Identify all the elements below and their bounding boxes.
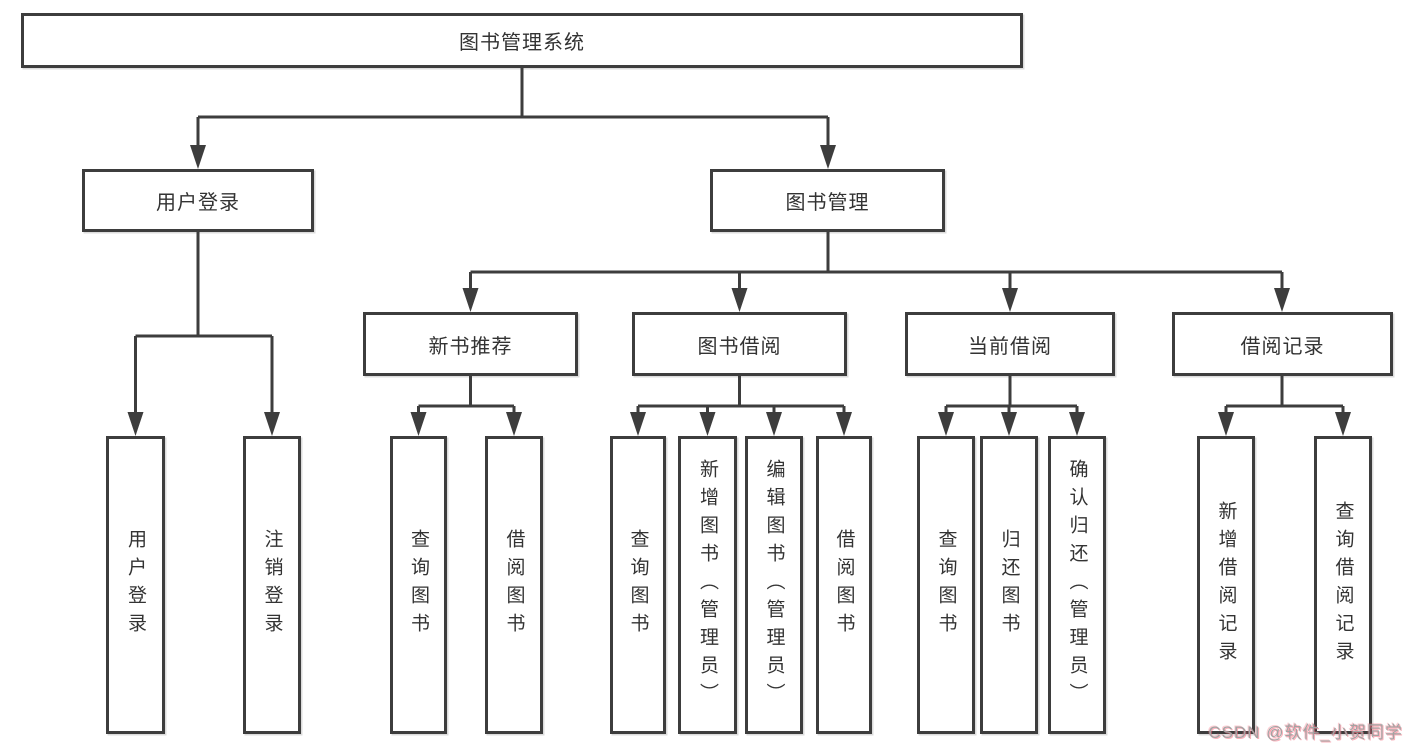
node-label: 图书借阅: [697, 335, 782, 358]
leaf-add-borrow-record: 新增借阅记录: [1197, 436, 1255, 734]
node-label: 图书管理: [785, 192, 870, 214]
node-book-management: 图书管理: [710, 169, 945, 232]
leaf-query-books-current: 查询图书: [917, 436, 975, 734]
node-label: 图书管理系统: [459, 32, 585, 54]
leaf-logout-login: 注销登录: [243, 436, 301, 734]
node-label: 新书推荐: [428, 335, 513, 358]
node-label: 新增图书（管理员）: [697, 459, 718, 711]
leaf-add-books-admin: 新增图书（管理员）: [678, 436, 737, 734]
node-label: 查询图书: [627, 529, 649, 641]
leaf-query-books-recommend: 查询图书: [390, 436, 447, 734]
node-label: 编辑图书（管理员）: [763, 459, 785, 711]
node-current-borrow: 当前借阅: [905, 312, 1115, 376]
leaf-borrow-books: 借阅图书: [816, 436, 872, 734]
node-label: 借阅图书: [833, 529, 855, 641]
leaf-query-books-borrow: 查询图书: [610, 436, 666, 734]
node-label: 用户登录: [156, 192, 240, 214]
arrowheads: [127, 145, 1351, 436]
leaf-user-login: 用户登录: [106, 436, 165, 734]
node-new-book-recommend: 新书推荐: [363, 312, 578, 376]
leaf-confirm-return-admin: 确认归还（管理员）: [1048, 436, 1106, 734]
node-label: 查询图书: [935, 529, 957, 641]
leaf-edit-books-admin: 编辑图书（管理员）: [745, 436, 803, 734]
node-label: 当前借阅: [968, 335, 1052, 358]
node-label: 查询图书: [408, 529, 429, 641]
leaf-query-borrow-record: 查询借阅记录: [1314, 436, 1372, 734]
node-book-borrow: 图书借阅: [632, 312, 847, 376]
node-label: 借阅图书: [503, 529, 525, 641]
node-label: 查询借阅记录: [1332, 501, 1354, 669]
node-label: 确认归还（管理员）: [1066, 459, 1088, 711]
node-root-library-system: 图书管理系统: [21, 13, 1023, 68]
leaf-return-books: 归还图书: [980, 436, 1038, 734]
leaf-borrow-books-recommend: 借阅图书: [485, 436, 543, 734]
node-borrow-records: 借阅记录: [1172, 312, 1393, 376]
node-label: 注销登录: [261, 529, 283, 641]
node-label: 借阅记录: [1240, 335, 1325, 358]
node-user-login: 用户登录: [82, 169, 314, 232]
node-label: 归还图书: [998, 529, 1020, 641]
node-label: 用户登录: [125, 529, 146, 641]
csdn-watermark: CSDN @软件_小贺同学: [1208, 723, 1403, 742]
node-label: 新增借阅记录: [1215, 501, 1237, 669]
